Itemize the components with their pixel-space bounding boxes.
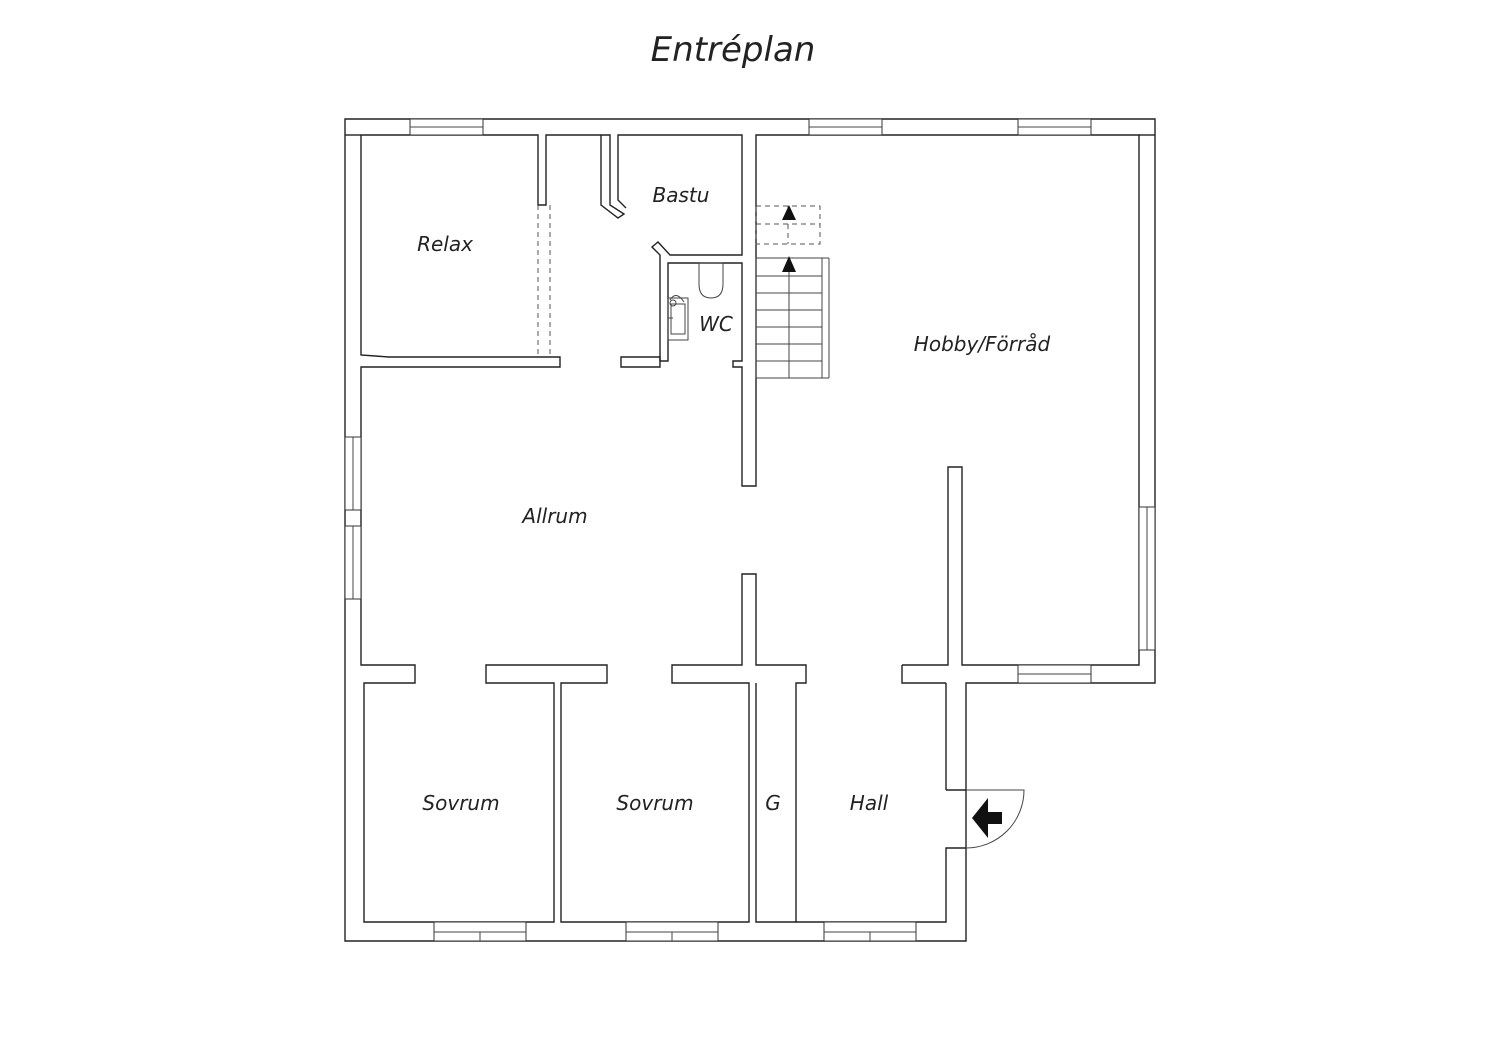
- room-label-hall: Hall: [850, 791, 889, 815]
- room-label-garderob: G: [765, 791, 781, 815]
- sink-icon: [667, 297, 689, 341]
- room-label-relax: Relax: [417, 232, 473, 256]
- page-title: Entréplan: [650, 30, 816, 70]
- wc-fixtures: [667, 262, 724, 341]
- entrance-door: [965, 789, 1025, 849]
- room-label-sovrum-2: Sovrum: [616, 791, 693, 815]
- entrance-arrow-icon: [972, 798, 1002, 838]
- room-label-sovrum-1: Sovrum: [422, 791, 499, 815]
- staircase: [755, 205, 830, 379]
- stair-direction-arrow-icon: [782, 256, 796, 272]
- room-label-wc: WC: [699, 312, 733, 336]
- toilet-icon: [698, 262, 724, 299]
- room-label-bastu: Bastu: [653, 183, 710, 207]
- room-label-hobby: Hobby/Förråd: [914, 332, 1051, 356]
- stair-direction-arrow-icon: [782, 205, 796, 220]
- room-label-allrum: Allrum: [520, 504, 587, 528]
- outer-walls: [344, 118, 1156, 942]
- windows: [344, 118, 1156, 942]
